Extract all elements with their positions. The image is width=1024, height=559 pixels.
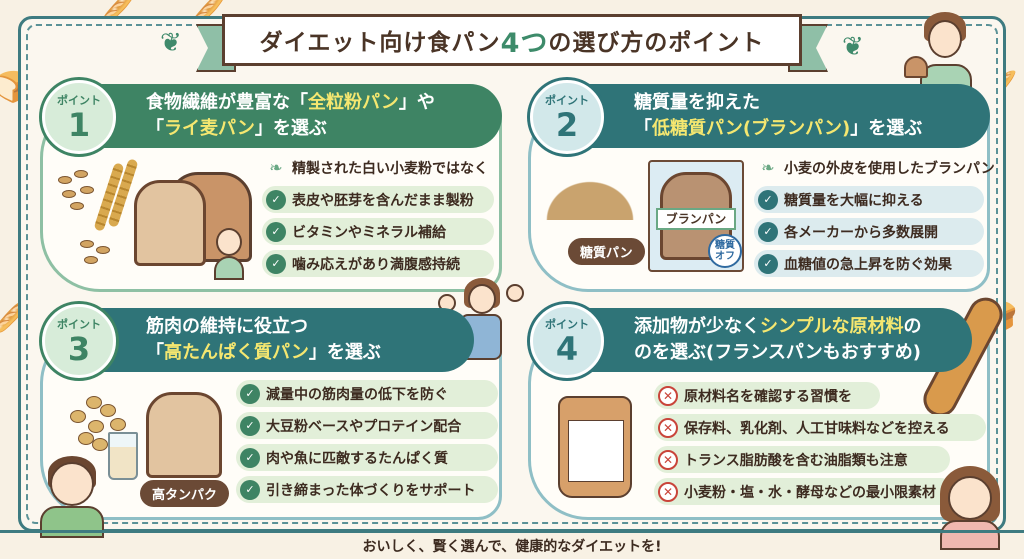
leaf-icon: ❧ [761, 158, 775, 177]
leaf-check-icon: ✓ [758, 253, 778, 274]
bran-bread-label: ブランパン [656, 208, 736, 230]
list-item: ✕トランス脂肪酸を含む油脂類も注意 [654, 446, 950, 473]
list-item: ✓表皮や胚芽を含んだまま製粉 [262, 186, 494, 213]
list-item: ✓各メーカーから多数展開 [754, 218, 984, 245]
list-item: ✓減量中の筋肉量の低下を防ぐ [236, 380, 498, 407]
bread-bag-with-label-illustration [558, 396, 632, 498]
leaf-check-icon: ✓ [240, 383, 260, 404]
leaf-check-icon: ✓ [240, 415, 260, 436]
boy-illustration [214, 228, 244, 280]
high-protein-tag: 高タンパク [140, 480, 230, 507]
point-3-badge: ポイント 3 [42, 304, 116, 378]
list-item: ✕原材料名を確認する習慣を [654, 382, 880, 409]
list-item: ✓引き締まった体づくりをサポート [236, 476, 498, 503]
leaf-icon: ❦ [160, 28, 182, 58]
leaf-check-icon: ✓ [266, 189, 286, 210]
list-item: ✓肉や魚に匹敵するたんぱく質 [236, 444, 498, 471]
list-item: ❧小麦の外皮を使用したブランパン [754, 154, 994, 181]
point-2-list: ❧小麦の外皮を使用したブランパン ✓糖質量を大幅に抑える ✓各メーカーから多数展… [754, 154, 995, 277]
point-3-title-line1: 筋肉の維持に役立つ [146, 316, 308, 337]
carb-bread-tag: 糖質パン [568, 238, 645, 265]
leaf-icon: ❦ [842, 32, 864, 62]
leaf-check-icon: ✓ [758, 189, 778, 210]
list-item: ✕小麦粉・塩・水・酵母などの最小限素材 [654, 478, 954, 505]
point-1-list: ❧精製された白い小麦粉ではなく ✓表皮や胚芽を含んだまま製粉 ✓ビタミンやミネラ… [262, 154, 494, 277]
point-1-badge: ポイント 1 [42, 80, 116, 154]
point-3-header: 筋肉の維持に役立つ 「高たんぱく質パン」を選ぶ [74, 308, 474, 372]
bran-pile-illustration [540, 176, 640, 220]
point-1-title-line2: 「ライ麦パン」を選ぶ [146, 118, 327, 139]
leaf-check-icon: ✓ [266, 253, 286, 274]
list-item: ✕保存料、乳化剤、人工甘味料などを控える [654, 414, 986, 441]
title-accent: 4つ [500, 27, 549, 59]
point-1-header: 食物繊維が豊富な「全粒粉パン」や 「ライ麦パン」を選ぶ [74, 84, 502, 148]
point-1-title-line1: 食物繊維が豊富な「全粒粉パン」や [146, 92, 435, 113]
list-item: ✓血糖値の急上昇を防ぐ効果 [754, 250, 984, 277]
list-item: ✓糖質量を大幅に抑える [754, 186, 984, 213]
leaf-check-icon: ✓ [240, 447, 260, 468]
leaf-check-icon: ✓ [266, 221, 286, 242]
cross-circle-icon: ✕ [658, 417, 678, 438]
bran-bread-bag-illustration: ブランパン 糖質オフ [648, 160, 744, 272]
leaf-check-icon: ✓ [240, 479, 260, 500]
cross-circle-icon: ✕ [658, 481, 678, 502]
leaf-icon: ❧ [269, 158, 283, 177]
list-item: ❧精製された白い小麦粉ではなく [262, 154, 494, 181]
carb-off-seal: 糖質オフ [708, 234, 742, 268]
point-4-header: 添加物が少なくシンプルな原材料の のを選ぶ(フランスパンもおすすめ) [562, 308, 972, 372]
point-2-badge: ポイント 2 [530, 80, 604, 154]
point-3-list: ✓減量中の筋肉量の低下を防ぐ ✓大豆粉ベースやプロテイン配合 ✓肉や魚に匹敵する… [236, 380, 498, 503]
list-item: ✓ビタミンやミネラル補給 [262, 218, 494, 245]
cross-circle-icon: ✕ [658, 385, 678, 406]
footer-message: おいしく、賢く選んで、健康的なダイエットを! [0, 530, 1024, 559]
point-2-header: 糖質量を抑えた 「低糖質パン(ブランパン)」を選ぶ [562, 84, 990, 148]
point-4-title-line1: 添加物が少なくシンプルな原材料の [634, 316, 922, 337]
point-3-title-line2: 「高たんぱく質パン」を選ぶ [146, 342, 381, 363]
point-4-badge: ポイント 4 [530, 304, 604, 378]
point-2-title-line1: 糖質量を抑えた [634, 92, 760, 113]
cross-circle-icon: ✕ [658, 449, 678, 470]
list-item: ✓大豆粉ベースやプロテイン配合 [236, 412, 498, 439]
boy-ok-gesture-illustration [40, 456, 104, 538]
point-4-title-line2: のを選ぶ(フランスパンもおすすめ) [634, 342, 921, 363]
leaf-check-icon: ✓ [758, 221, 778, 242]
list-item: ✓噛み応えがあり満腹感持続 [262, 250, 494, 277]
woman-illustration [936, 466, 1006, 550]
point-4-list: ✕原材料名を確認する習慣を ✕保存料、乳化剤、人工甘味料などを控える ✕トランス… [654, 382, 986, 505]
point-2-title-line2: 「低糖質パン(ブランパン)」を選ぶ [634, 118, 923, 139]
